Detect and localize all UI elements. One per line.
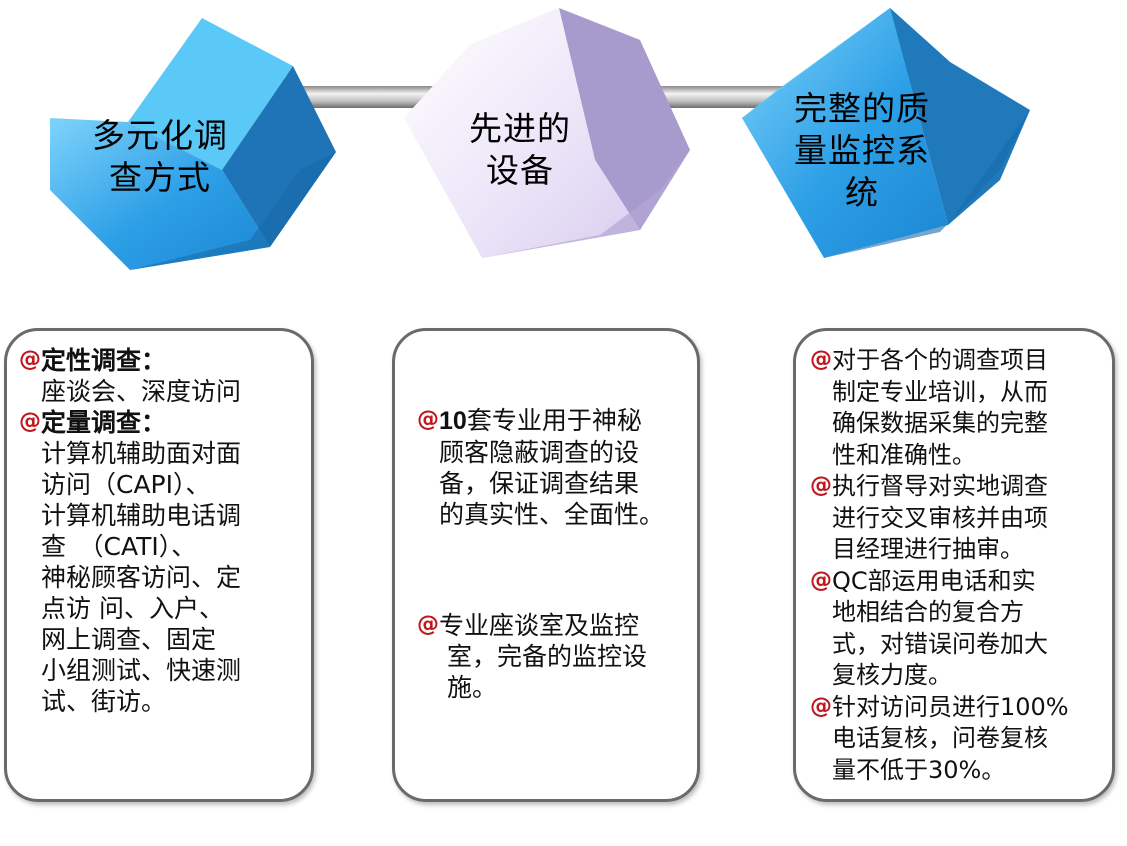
- quality-line: 式，对错误问卷加大: [832, 629, 1048, 658]
- cube-label-line: 统: [845, 173, 879, 212]
- spiral-bullet-icon: @: [19, 409, 41, 434]
- quality-line: 电话复核，问卷复核: [832, 724, 1048, 752]
- equipment-line: 顾客隐蔽调查的设: [439, 438, 640, 467]
- quantitative-line: 计算机辅助面对面: [41, 439, 242, 468]
- list-item: @ 专业座谈室及监控: [417, 610, 699, 641]
- quality-line: 进行交叉审核并由项: [832, 503, 1048, 532]
- equipment-line: 室，完备的监控设: [447, 642, 648, 671]
- cube-side-face: [559, 8, 690, 230]
- cube-label-line: 完整的质: [794, 89, 930, 128]
- cube-label-line: 查方式: [109, 158, 211, 197]
- quantitative-line: 网上调查、固定: [41, 625, 217, 654]
- equipment-line: 专业座谈室及监控: [439, 611, 640, 640]
- quality-box: @ 对于各个的调查项目 制定专业培训，从而 确保数据采集的完整 性和准确性。 @…: [793, 328, 1115, 802]
- equipment-box: @ 10套专业用于神秘 顾客隐蔽调查的设 备，保证调查结果 的真实性、全面性。 …: [392, 328, 700, 802]
- quantitative-heading: 定量调查：: [41, 408, 167, 437]
- list-item: @ 执行督导对实地调查: [810, 471, 1112, 503]
- quality-line: 复核力度。: [832, 661, 952, 689]
- list-item: @ 定量调查：: [19, 407, 309, 438]
- quantitative-line: 小组测试、快速测: [41, 656, 242, 685]
- quantitative-line: 神秘顾客访问、定: [41, 563, 242, 592]
- equipment-line: 的真实性、全面性。: [439, 500, 665, 529]
- spiral-bullet-icon: @: [810, 347, 832, 372]
- quality-line: 地相结合的复合方: [832, 598, 1024, 626]
- qualitative-heading: 定性调查：: [41, 346, 167, 375]
- spiral-bullet-icon: @: [810, 473, 832, 498]
- quality-line: 目经理进行抽审。: [832, 535, 1024, 563]
- methods-content: @ 定性调查： 座谈会、深度访问 @ 定量调查： 计算机辅助面对面 访问（CAP…: [19, 345, 309, 717]
- spiral-bullet-icon: @: [810, 693, 832, 719]
- list-item: @ 10套专业用于神秘: [417, 405, 699, 437]
- list-item: @ 针对访问员进行100%: [810, 692, 1112, 724]
- cube-top-face: [128, 18, 293, 170]
- spiral-bullet-icon: @: [417, 612, 439, 637]
- quality-line: QC部运用电话和实: [832, 566, 1036, 595]
- quantitative-line: 计算机辅助电话调: [41, 501, 242, 530]
- quantitative-line: 点访 问、入户、: [41, 594, 224, 623]
- cube-diversified-methods: [50, 18, 336, 270]
- list-item: @ 定性调查：: [19, 345, 309, 376]
- quality-line: 确保数据采集的完整: [832, 409, 1048, 437]
- cube-row: [50, 8, 1030, 270]
- cube-label-methods: 多元化调 查方式: [70, 115, 250, 199]
- equipment-line: 备，保证调查结果: [439, 469, 640, 498]
- quality-line: 量不低于30%。: [832, 755, 1006, 784]
- qualitative-text: 座谈会、深度访问: [41, 377, 242, 406]
- cube-label-quality: 完整的质 量监控系 统: [772, 88, 952, 214]
- quantitative-line: 查 （CATI）、: [41, 532, 197, 561]
- spiral-bullet-icon: @: [417, 407, 439, 432]
- cube-label-line: 设备: [486, 151, 554, 190]
- cube-label-line: 先进的: [469, 109, 571, 148]
- connector-rod-left: [272, 86, 447, 108]
- cube-quality-system: [742, 8, 1030, 258]
- equipment-count: 10: [439, 407, 467, 435]
- quantitative-line: 试、街访。: [41, 687, 167, 716]
- cube-front-face: [404, 8, 640, 258]
- cube-front-face: [742, 8, 948, 258]
- cube-label-line: 量监控系: [794, 131, 930, 170]
- cube-side-face: [222, 66, 336, 247]
- quality-line: 制定专业培训，从而: [832, 377, 1048, 406]
- quality-line: 执行督导对实地调查: [832, 472, 1048, 500]
- cube-front-face: [50, 118, 270, 270]
- equipment-content: @ 10套专业用于神秘 顾客隐蔽调查的设 备，保证调查结果 的真实性、全面性。 …: [417, 405, 699, 703]
- cube-label-line: 多元化调: [92, 116, 228, 155]
- quality-content: @ 对于各个的调查项目 制定专业培训，从而 确保数据采集的完整 性和准确性。 @…: [810, 345, 1112, 786]
- quantitative-line: 访问（CAPI）、: [41, 470, 211, 499]
- cube-label-equipment: 先进的 设备: [445, 108, 595, 192]
- quality-line: 针对访问员进行100%: [832, 692, 1069, 721]
- quality-line: 性和准确性。: [832, 440, 976, 469]
- spiral-bullet-icon: @: [19, 347, 41, 372]
- spiral-bullet-icon: @: [810, 567, 832, 593]
- list-item: @ 对于各个的调查项目: [810, 345, 1112, 377]
- cube-advanced-equipment: [404, 8, 690, 258]
- equipment-line: 套专业用于神秘: [466, 406, 642, 435]
- methods-box: @ 定性调查： 座谈会、深度访问 @ 定量调查： 计算机辅助面对面 访问（CAP…: [4, 328, 314, 802]
- quality-line: 对于各个的调查项目: [832, 346, 1048, 374]
- list-item: @ QC部运用电话和实: [810, 566, 1112, 598]
- equipment-line: 施。: [447, 673, 498, 702]
